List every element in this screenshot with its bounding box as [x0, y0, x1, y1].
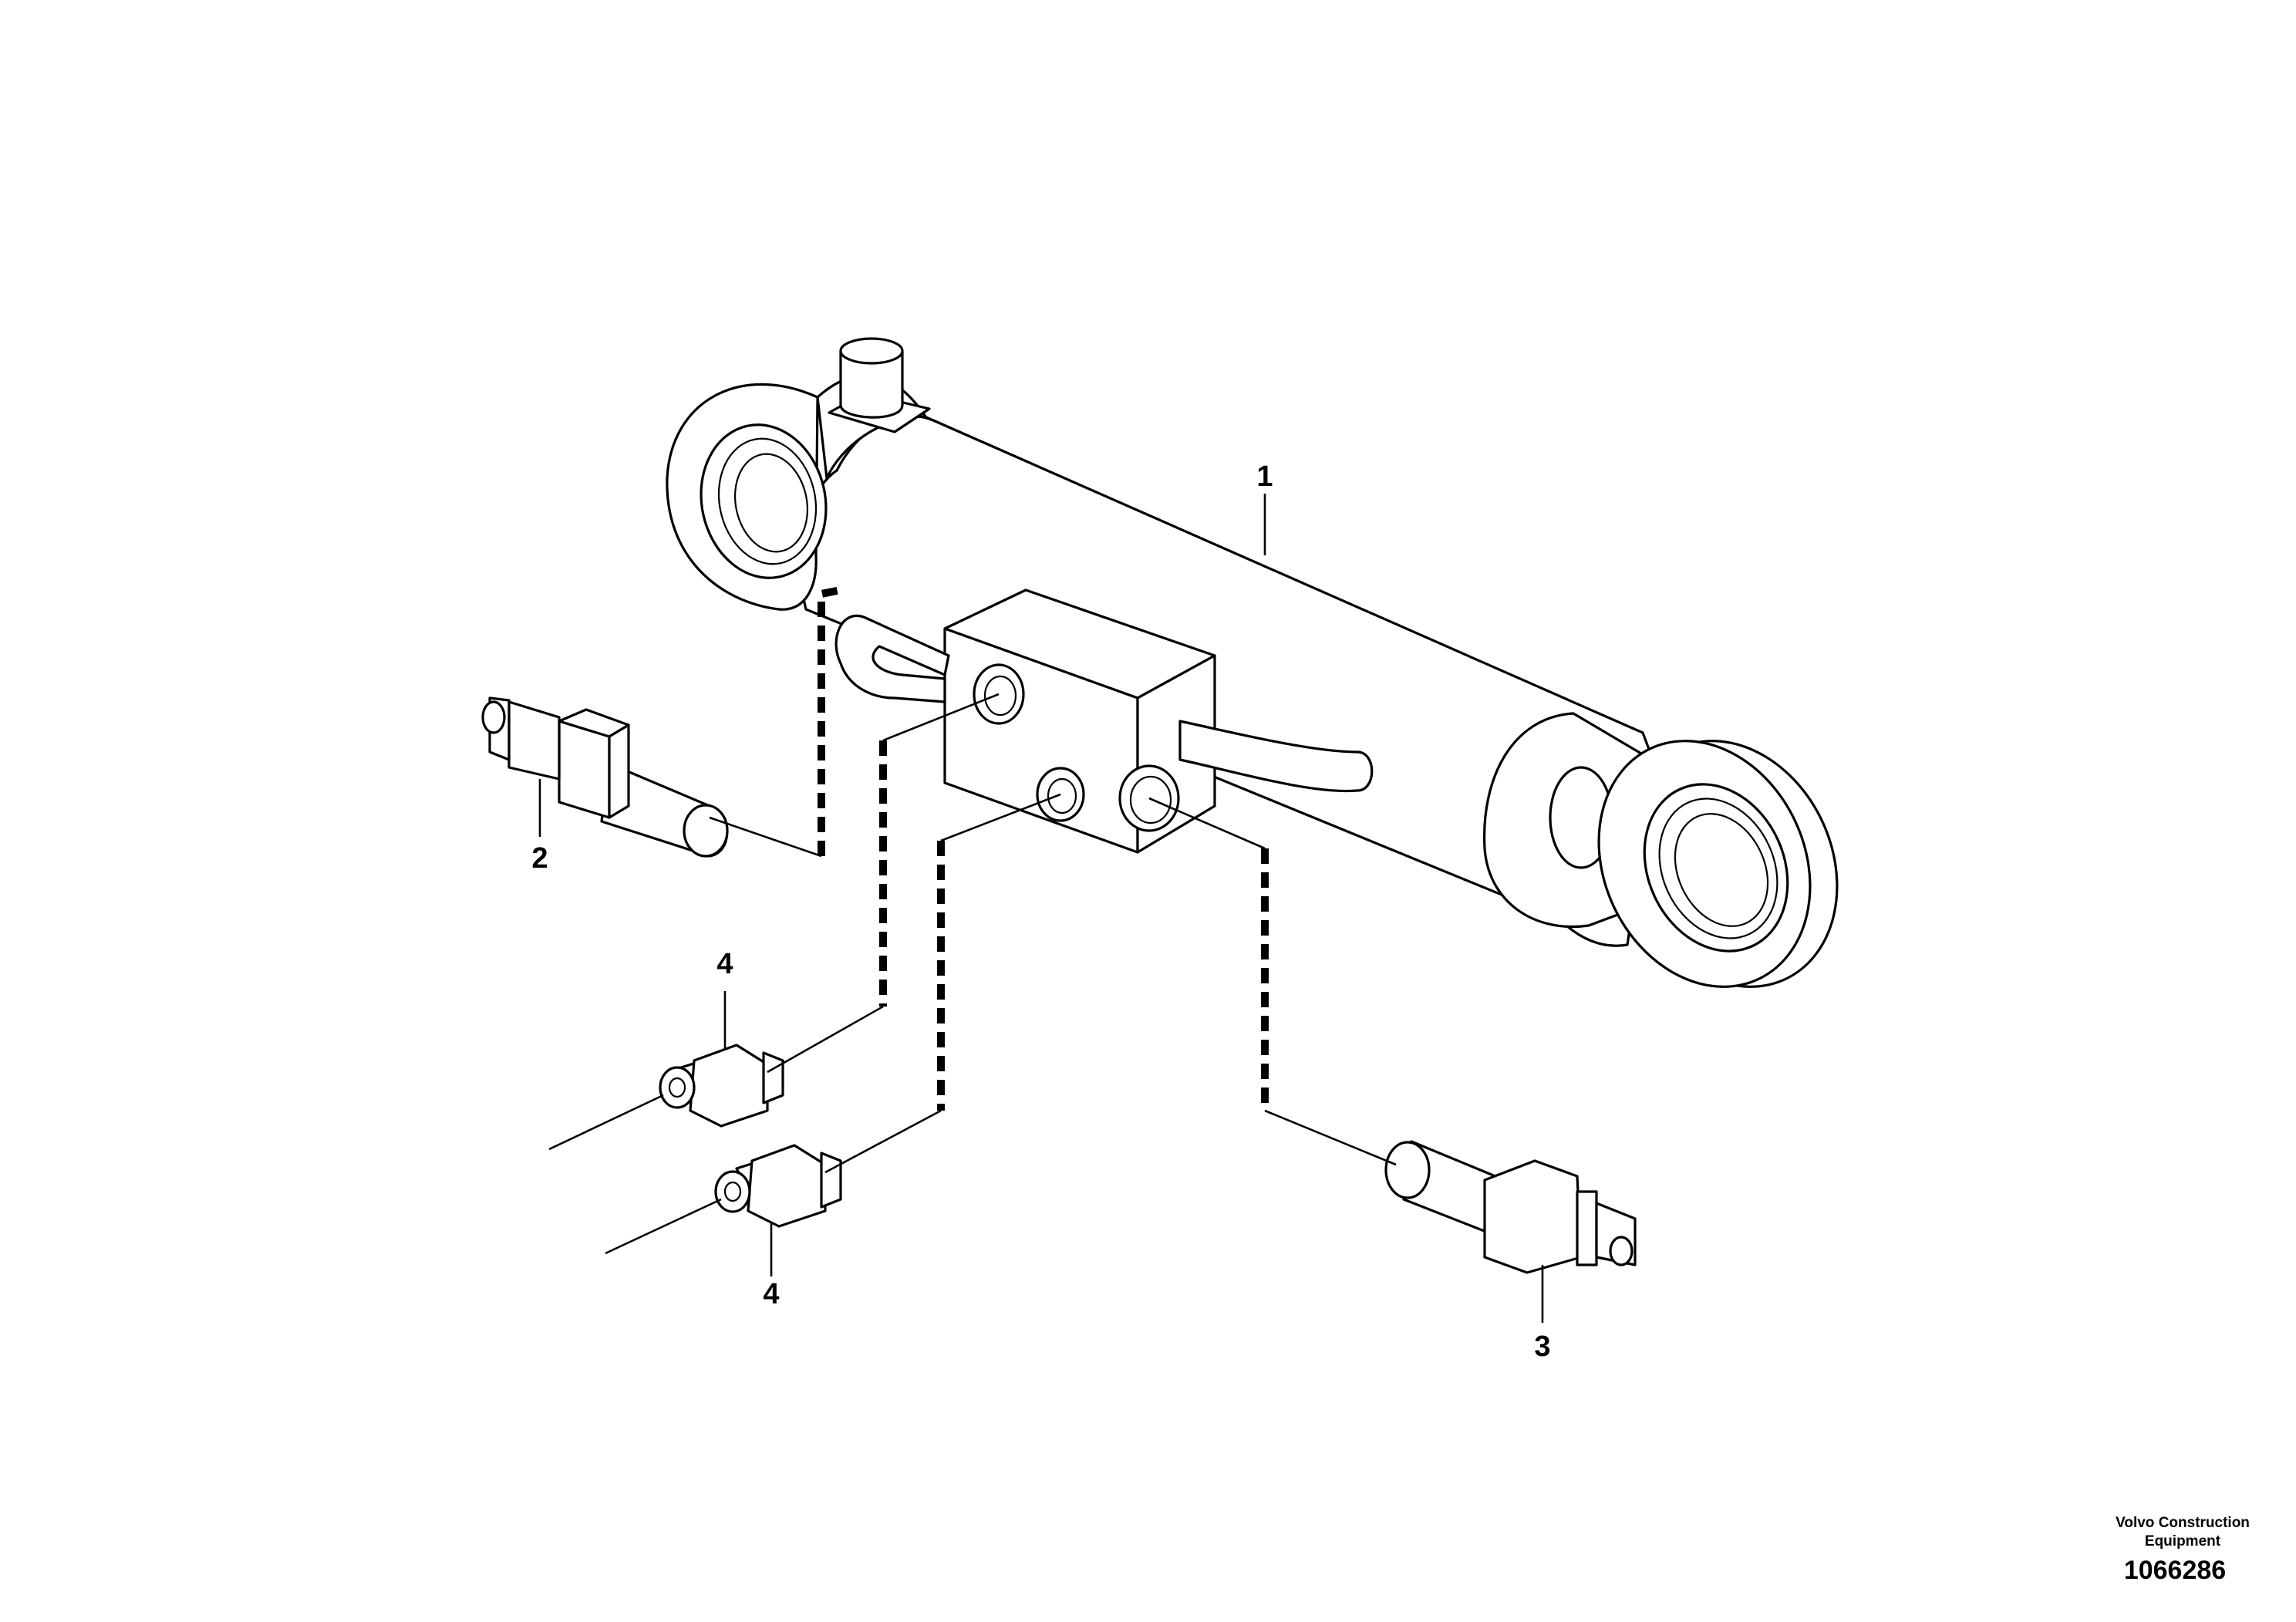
pressure-sensor-left — [481, 696, 729, 858]
callout-4-upper: 4 — [716, 948, 733, 980]
barrel-top-edge — [924, 415, 1644, 734]
callout-leaders — [538, 494, 1544, 1323]
nipple-upper — [659, 1044, 784, 1128]
nipple-lower — [714, 1144, 842, 1228]
clevis-eye-right — [1597, 740, 1839, 988]
tube-right — [1178, 720, 1374, 793]
brand-line-1: Volvo Construction — [2116, 1515, 2250, 1531]
callout-2: 2 — [531, 842, 548, 875]
callout-4-lower: 4 — [763, 1278, 779, 1310]
pressure-sensor-right — [1384, 1140, 1637, 1274]
assembly-lines — [548, 586, 1397, 1255]
brand-line-2: Equipment — [2145, 1533, 2221, 1549]
grease-boss — [828, 337, 931, 433]
document-number: 1066286 — [2124, 1556, 2226, 1585]
tube-left — [834, 614, 950, 703]
callout-1: 1 — [1256, 460, 1273, 493]
callout-3: 3 — [1534, 1330, 1550, 1363]
hydraulic-cylinder — [666, 337, 1839, 988]
